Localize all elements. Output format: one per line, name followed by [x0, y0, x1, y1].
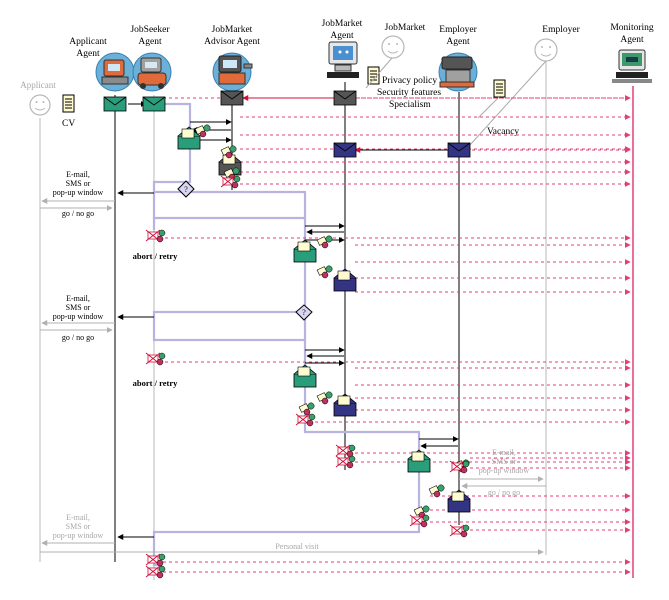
cv-document-icon	[62, 94, 75, 113]
abort-retry-2: abort / retry	[133, 378, 178, 388]
actor-applicant-agent-line2: Agent	[76, 49, 100, 59]
vacancy-document-icon	[493, 79, 506, 98]
cancelled-message-icon	[449, 524, 470, 538]
decision-diamond-1: ?	[177, 180, 195, 198]
open-envelope-icon	[333, 393, 357, 417]
envelope-icon	[220, 90, 244, 106]
jobmarket-smiley-icon	[381, 35, 405, 59]
envelope-icon	[447, 142, 471, 158]
svg-text:?: ?	[302, 308, 306, 317]
actor-applicant-agent-line1: Applicant	[69, 37, 107, 47]
actor-jobseeker-agent-line1: JobSeeker	[130, 25, 170, 35]
envelope-icon	[333, 90, 357, 106]
actor-jobmarket-agent-line1: JobMarket	[322, 19, 363, 29]
svg-text:pop-up window: pop-up window	[53, 531, 104, 540]
svg-text:SMS or: SMS or	[66, 522, 91, 531]
svg-text:pop-up window: pop-up window	[53, 312, 104, 321]
agent-icons	[194, 124, 211, 138]
personal-visit-label: Personal visit	[275, 542, 319, 551]
cancelled-message-icon	[145, 352, 166, 366]
lifelines	[39, 62, 634, 580]
svg-text:E-mail,: E-mail,	[66, 294, 90, 303]
actor-employer-agent-line2: Agent	[446, 37, 470, 47]
cancelled-message-icon	[220, 175, 241, 189]
cancelled-message-icon	[335, 444, 356, 458]
jobmarket-pointer	[365, 57, 393, 89]
jobmarket-agent-computer-icon	[327, 41, 359, 78]
svg-text:E-mail,: E-mail,	[66, 513, 90, 522]
policy-label-line1: Privacy policy	[382, 76, 437, 86]
agent-icons	[428, 484, 445, 498]
cancelled-message-icon	[335, 455, 356, 469]
notification-employer: E-mail, SMS or pop-up window	[479, 448, 530, 475]
actor-jobmarket-agent-line2: Agent	[330, 31, 354, 41]
policy-label-line2: Security features	[377, 87, 441, 98]
advisor-agent-robot-icon	[212, 52, 253, 92]
envelopes	[103, 90, 471, 579]
employer-smiley-icon	[534, 38, 558, 62]
envelope-icon	[333, 142, 357, 158]
open-envelope-icon	[407, 449, 431, 473]
cancelled-message-icon	[145, 229, 166, 243]
svg-text:E-mail,: E-mail,	[492, 448, 516, 457]
vacancy-label: Vacancy	[487, 127, 519, 137]
black-messages	[117, 95, 459, 540]
notification-2: E-mail, SMS or pop-up window	[53, 294, 104, 321]
actor-headers: Applicant Applicant Agent JobSeeker Agen…	[20, 19, 654, 90]
go-no-go-2: go / no go	[62, 333, 94, 342]
svg-text:E-mail,: E-mail,	[66, 170, 90, 179]
actor-jobseeker-agent-line2: Agent	[138, 37, 162, 47]
open-envelope-icon	[293, 364, 317, 388]
agent-icons	[316, 265, 333, 279]
actor-applicant-label: Applicant	[20, 80, 56, 90]
open-envelope-icon	[447, 489, 471, 513]
svg-text:SMS or: SMS or	[66, 303, 91, 312]
cancelled-message-icon	[145, 553, 166, 567]
agent-icons	[220, 145, 237, 159]
go-no-go-1: go / no go	[62, 209, 94, 218]
cancelled-message-icon	[295, 413, 316, 427]
svg-text:pop-up window: pop-up window	[53, 188, 104, 197]
applicant-smiley-icon	[29, 94, 51, 116]
svg-text:SMS or: SMS or	[492, 457, 517, 466]
agent-icons	[316, 235, 333, 249]
svg-text:?: ?	[184, 185, 188, 194]
notification-1: E-mail, SMS or pop-up window	[53, 170, 104, 197]
actor-employer-label: Employer	[542, 25, 580, 35]
agent-icons	[316, 391, 333, 405]
vacancy-pointer	[477, 96, 500, 119]
open-envelope-icon	[333, 268, 357, 292]
svg-text:SMS or: SMS or	[66, 179, 91, 188]
actor-jobmarket-label: JobMarket	[385, 23, 426, 33]
cancelled-message-icon	[449, 460, 470, 474]
envelope-icon	[103, 96, 127, 112]
abort-retry-1: abort / retry	[133, 251, 178, 261]
open-envelope-icon	[177, 126, 201, 150]
cancelled-message-icon	[409, 514, 430, 528]
actor-advisor-agent-line1: JobMarket	[212, 25, 253, 35]
employer-agent-robot-icon	[438, 52, 478, 92]
actor-monitoring-agent-line2: Agent	[620, 35, 644, 45]
go-no-go-3: go / no go	[488, 488, 520, 497]
actor-employer-agent-line1: Employer	[439, 25, 477, 35]
actor-monitoring-agent-line1: Monitoring	[610, 23, 654, 33]
jobseeker-agent-robot-icon	[132, 52, 172, 92]
cancelled-message-icon	[145, 565, 166, 579]
notification-3: E-mail, SMS or pop-up window	[53, 513, 104, 540]
employer-pointer	[469, 60, 547, 146]
cv-label: CV	[62, 119, 75, 129]
applicant-messages	[40, 198, 546, 555]
actor-advisor-agent-line2: Advisor Agent	[204, 37, 260, 47]
policy-label-line3: Specialism	[389, 100, 431, 110]
process-flow	[152, 102, 421, 567]
open-envelope-icon	[293, 239, 317, 263]
agent-icons	[298, 402, 315, 416]
applicant-agent-robot-icon	[95, 52, 135, 92]
svg-text:pop-up window: pop-up window	[479, 466, 530, 475]
envelope-icon	[142, 96, 166, 112]
decision-diamond-2: ?	[295, 304, 313, 321]
monitoring-agent-computer-icon	[612, 49, 652, 83]
monitoring-messages	[163, 95, 631, 575]
